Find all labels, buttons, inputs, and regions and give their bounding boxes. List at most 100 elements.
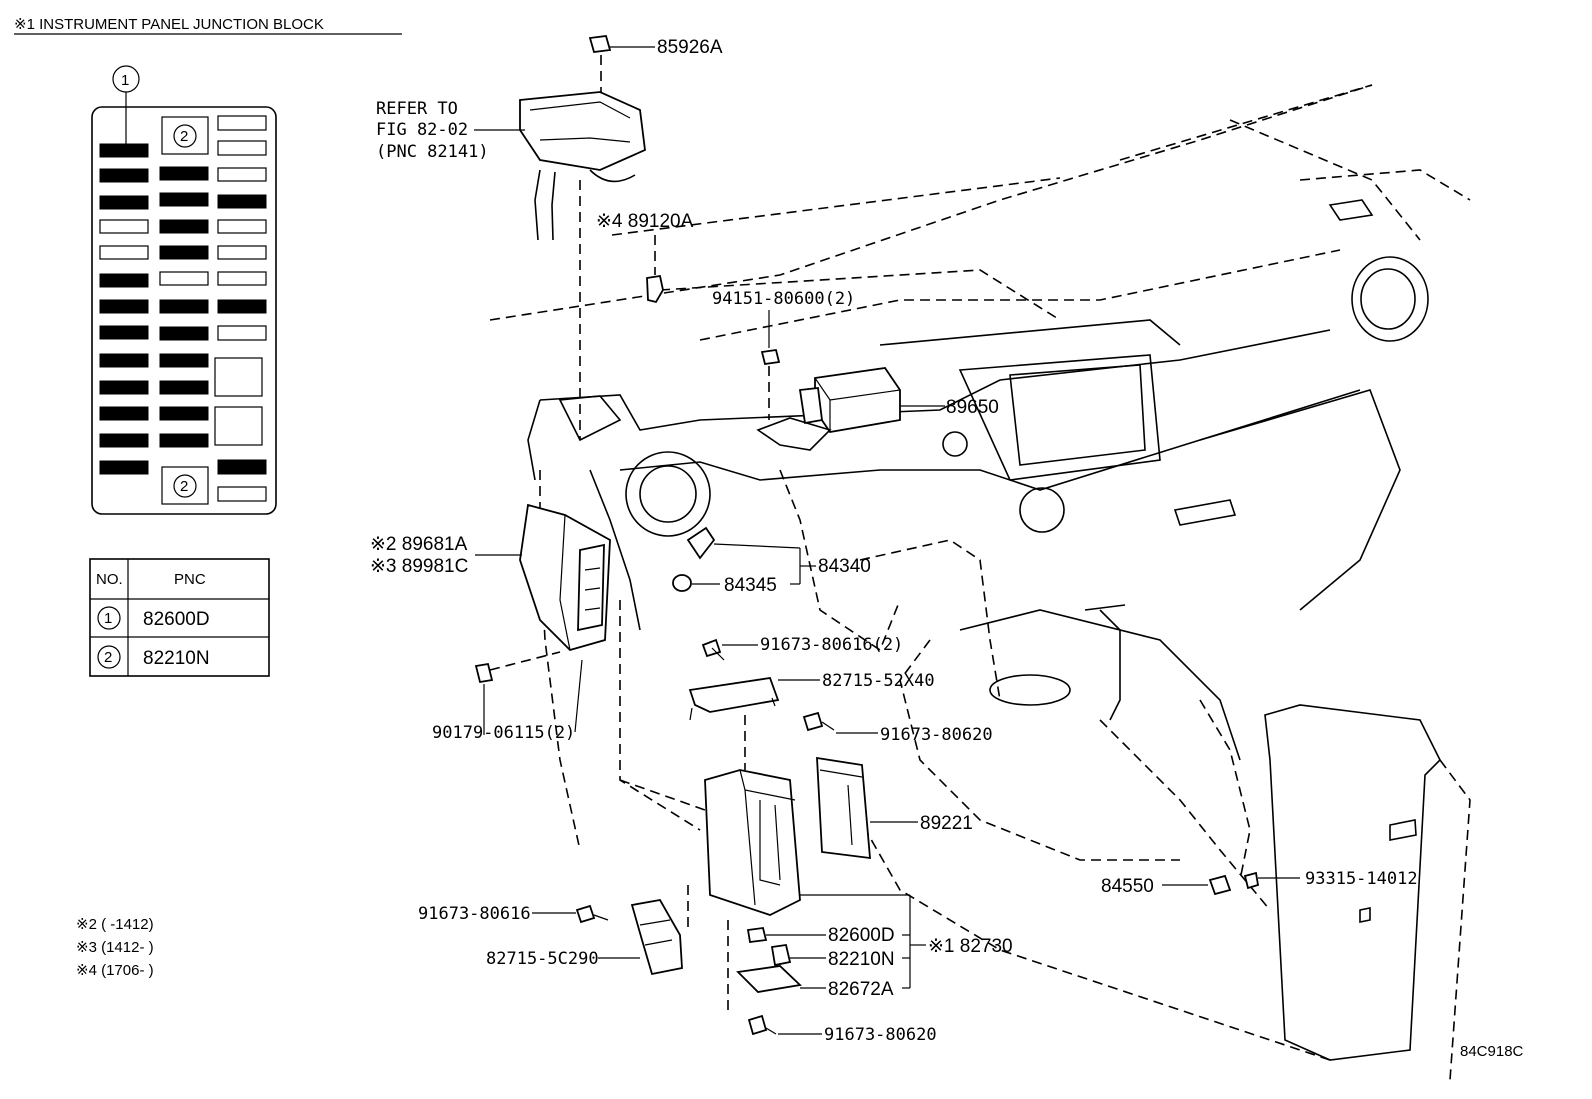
part-label-93315[interactable]: 93315-14012	[1305, 869, 1418, 889]
leader-line	[713, 543, 801, 549]
rear-console	[1264, 704, 1441, 1061]
part-cover-82672A[interactable]	[736, 965, 802, 993]
part-ecu-89681A[interactable]	[519, 503, 611, 652]
table-row-pnc: 82600D	[143, 609, 210, 630]
connector-bracket-detail	[529, 101, 631, 119]
part-ecu-89221[interactable]	[816, 756, 871, 860]
ecu-connector	[577, 543, 605, 632]
part-label-85926A[interactable]: 85926A	[657, 37, 723, 58]
air-vent-left	[625, 451, 711, 537]
table-row-callout	[97, 645, 121, 669]
part-bracket-82715-52X40[interactable]	[688, 677, 780, 713]
steering-column	[859, 539, 1001, 701]
bracket-tabs	[689, 697, 776, 721]
part-clip-85926A[interactable]	[588, 35, 612, 53]
part-junction-block-82730[interactable]	[704, 769, 801, 916]
part-bolt-91673-80616[interactable]	[575, 904, 596, 924]
refer-line1: REFER TO	[376, 99, 458, 119]
part-label-84345[interactable]: 84345	[724, 575, 777, 596]
part-label-89221[interactable]: 89221	[920, 813, 973, 834]
bolt-shank	[593, 914, 609, 921]
dash-outline	[659, 269, 1061, 321]
part-module-89650[interactable]	[756, 367, 901, 451]
fuse	[217, 299, 267, 314]
ecu-89221-edge	[819, 769, 863, 778]
junction-block-edge	[744, 789, 756, 906]
part-connector-bracket[interactable]	[519, 91, 646, 241]
console-outline	[899, 639, 1180, 861]
part-label-91673-80616[interactable]: 91673-80616	[418, 904, 531, 924]
center-display	[1009, 364, 1146, 466]
fuse	[99, 219, 149, 234]
part-switch-84550[interactable]	[1208, 874, 1232, 896]
part-fuse-82600D[interactable]	[746, 927, 768, 944]
assembly-line	[619, 779, 706, 811]
part-label-82672A[interactable]: 82672A	[828, 979, 894, 1000]
ecu-edge	[559, 514, 571, 651]
junction-block-outline	[91, 106, 277, 515]
part-label-89120A[interactable]: ※4 89120A	[596, 211, 694, 232]
part-bracket-82715-5C290[interactable]	[630, 899, 683, 976]
ecu-pins	[584, 567, 601, 611]
part-label-89650[interactable]: 89650	[946, 397, 999, 418]
part-label-84340[interactable]: 84340	[818, 556, 871, 577]
part-label-91673-80620-b[interactable]: 91673-80620	[824, 1025, 937, 1045]
part-switch-84340[interactable]	[686, 526, 716, 560]
part-label-91673-80620-a[interactable]: 91673-80620	[880, 725, 993, 745]
part-label-82730[interactable]: ※1 82730	[928, 936, 1013, 957]
junction-block-detail	[759, 800, 781, 886]
note-line: ※3 (1412- )	[76, 939, 154, 956]
part-sensor-89120A[interactable]	[646, 274, 664, 304]
part-bolt-91673-80620-lower[interactable]	[747, 1014, 768, 1036]
fuse	[99, 245, 149, 260]
fuse	[159, 433, 209, 448]
air-vent-right-inner	[1360, 268, 1416, 330]
dash-outline	[699, 249, 1341, 341]
fuse	[99, 406, 149, 421]
part-grommet-84345[interactable]	[672, 574, 692, 592]
fuse	[159, 353, 209, 368]
relay-box	[214, 357, 263, 397]
refer-line3: (PNC 82141)	[376, 142, 489, 162]
part-label-84550[interactable]: 84550	[1101, 876, 1154, 897]
center-console	[959, 609, 1241, 761]
part-label-94151[interactable]: 94151-80600(2)	[712, 289, 855, 309]
bracket-detail	[639, 919, 673, 946]
fuse	[99, 195, 149, 210]
fuse	[159, 166, 209, 181]
part-label-82600D[interactable]: 82600D	[828, 925, 895, 946]
rear-console-clip	[1359, 907, 1371, 923]
part-label-89681A[interactable]: ※2 89681A	[370, 534, 468, 555]
part-label-90179[interactable]: 90179-06115(2)	[432, 723, 575, 743]
fuse	[159, 271, 209, 286]
assembly-line	[489, 651, 561, 671]
part-nut-94151[interactable]	[760, 348, 781, 366]
dash-speaker	[1328, 199, 1374, 221]
fuse	[217, 486, 267, 502]
wire	[589, 169, 636, 183]
connector-bracket-detail	[539, 137, 631, 143]
module-connector	[798, 387, 823, 425]
fuse	[217, 219, 267, 234]
relay-callout	[173, 474, 197, 498]
module-bracket	[756, 417, 832, 451]
part-label-82210N[interactable]: 82210N	[828, 949, 895, 970]
part-label-91673-80616-2[interactable]: 91673-80616(2)	[760, 635, 903, 655]
relay-box	[161, 116, 209, 155]
bolt-shank	[765, 1027, 777, 1035]
dash-side-trim	[558, 395, 622, 442]
part-bolt-91673-80620[interactable]	[802, 711, 824, 732]
fuse	[99, 325, 149, 340]
part-screw-93315[interactable]	[1243, 871, 1260, 890]
part-label-82715-5C290[interactable]: 82715-5C290	[486, 949, 599, 969]
shift-lever	[1099, 609, 1121, 721]
part-label-82715-52X40[interactable]: 82715-52X40	[822, 671, 935, 691]
part-relay-82210N[interactable]	[770, 943, 792, 967]
part-nut-90179[interactable]	[474, 662, 494, 684]
fuse	[99, 380, 149, 395]
dash-side-trim	[589, 469, 641, 631]
relay-callout-label: 2	[180, 128, 188, 145]
fuse	[217, 459, 267, 475]
note-line: ※4 (1706- )	[76, 962, 154, 979]
part-label-89981C[interactable]: ※3 89981C	[370, 556, 468, 577]
